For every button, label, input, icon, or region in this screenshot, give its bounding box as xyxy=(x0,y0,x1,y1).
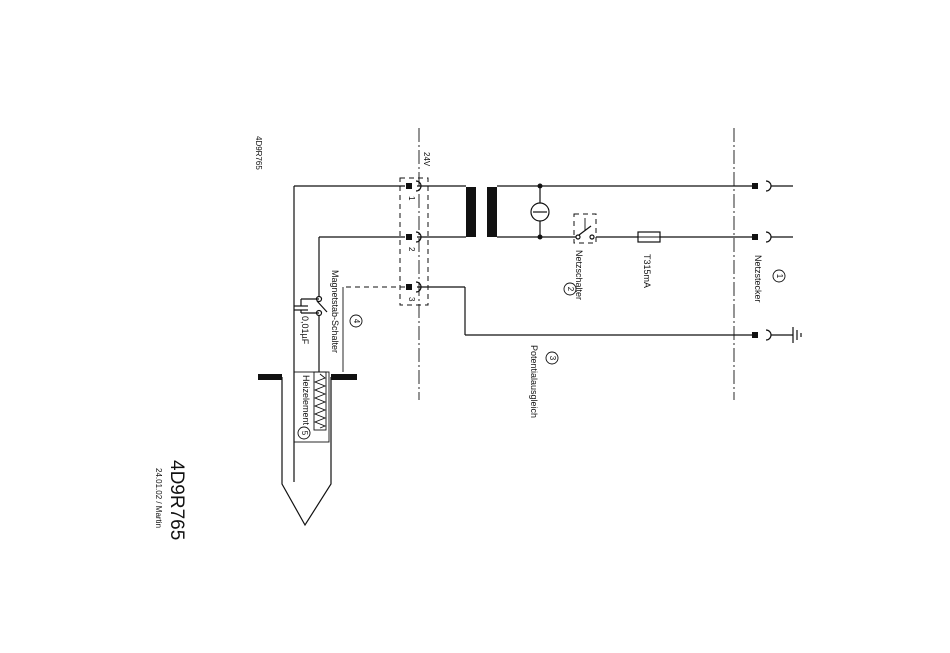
callout-5: 5 xyxy=(298,427,310,439)
heating-coil-icon xyxy=(314,372,326,430)
terminal-2-label: 2 xyxy=(407,247,416,252)
transformer-core-left xyxy=(466,187,476,237)
heizelement-label: Heizelement xyxy=(301,375,311,426)
transformer-core-right xyxy=(487,187,497,237)
magnet-switch-icon xyxy=(317,297,328,373)
svg-text:4: 4 xyxy=(352,319,361,324)
potentialausgleich-label: Potentialausgleich xyxy=(529,345,539,418)
magnetstab-schalter-label: Magnetstab-Schalter xyxy=(330,270,340,353)
fuse-icon xyxy=(638,232,660,242)
plug-pin-1 xyxy=(752,181,793,191)
probe-flange-right xyxy=(331,374,357,380)
indicator-lamp-icon xyxy=(531,186,549,237)
plug-pin-earth xyxy=(752,330,793,340)
svg-text:3: 3 xyxy=(548,356,557,361)
capacitor-icon xyxy=(294,299,319,313)
fuse-label: T315mA xyxy=(642,254,652,288)
doc-ref-small: 4D9R765 xyxy=(254,136,263,170)
mains-switch-icon xyxy=(574,214,596,243)
plug-pin-2 xyxy=(752,232,793,242)
terminal-1-label: 1 xyxy=(407,196,416,201)
callout-1: 1 xyxy=(773,270,785,282)
callout-2: 2 xyxy=(564,283,576,295)
svg-text:2: 2 xyxy=(566,287,575,292)
netzstecker-label: Netzstecker xyxy=(753,255,763,303)
svg-text:5: 5 xyxy=(300,431,309,436)
terminal-3-label: 3 xyxy=(407,297,416,302)
earth-ground-icon xyxy=(793,327,801,343)
doc-ref-large: 4D9R765 xyxy=(166,460,187,540)
capacitor-label: 0,01µF xyxy=(300,316,310,345)
callout-4: 4 xyxy=(350,315,362,327)
date-author: 24.01.02 / Martin xyxy=(154,468,163,528)
voltage-label: 24V xyxy=(422,152,431,167)
netzschalter-label: Netzschalter xyxy=(574,250,584,300)
svg-text:1: 1 xyxy=(775,274,784,279)
probe-flange-left xyxy=(258,374,282,380)
callout-3: 3 xyxy=(546,352,558,364)
